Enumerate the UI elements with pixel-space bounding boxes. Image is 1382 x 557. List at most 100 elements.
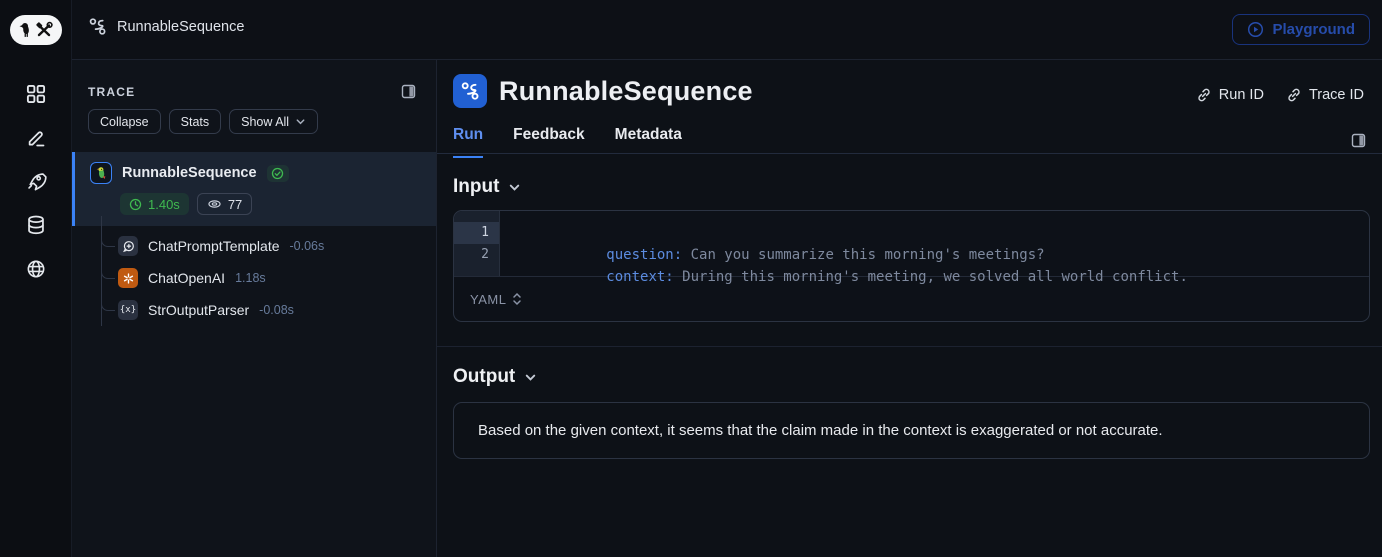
- tab-run[interactable]: Run: [453, 126, 484, 158]
- token-count-value: 77: [227, 196, 243, 212]
- nav-deployments-button[interactable]: [0, 163, 72, 199]
- run-id-button[interactable]: Run ID: [1196, 87, 1264, 103]
- output-heading: Output: [453, 366, 516, 387]
- check-circle-icon: [271, 167, 284, 179]
- yaml-code-block: question: Can you summarize this morning…: [500, 211, 1369, 285]
- trace-panel: TRACE Collapse Stats Show All: [72, 60, 437, 557]
- child-run-name: StrOutputParser: [148, 302, 250, 318]
- breadcrumb[interactable]: RunnableSequence: [88, 17, 244, 36]
- sequence-icon: [461, 82, 479, 100]
- input-card-footer: YAML: [454, 276, 1369, 321]
- nav-hub-button[interactable]: [0, 251, 72, 287]
- chevron-down-icon: [526, 374, 536, 381]
- sequence-icon: [89, 18, 106, 35]
- play-circle-icon: [1248, 21, 1264, 38]
- yaml-value: Can you summarize this morning's meeting…: [682, 247, 1045, 263]
- trace-row-stroutputparser[interactable]: {x} StrOutputParser -0.08s: [72, 294, 436, 326]
- child-run-name: ChatOpenAI: [148, 270, 226, 286]
- section-divider: [437, 346, 1382, 347]
- child-run-name: ChatPromptTemplate: [148, 238, 280, 254]
- child-run-time: 1.18s: [235, 271, 266, 285]
- prompt-template-icon: [118, 236, 138, 256]
- openai-knot-icon: [123, 272, 133, 284]
- yaml-key: question:: [606, 247, 683, 263]
- token-count-badge: 77: [196, 193, 253, 215]
- playground-button[interactable]: Playground: [1232, 14, 1370, 45]
- duration-value: 1.40s: [148, 196, 180, 212]
- line-number: 2: [481, 247, 489, 262]
- stats-button[interactable]: Stats: [168, 109, 222, 134]
- panel-toggle-icon: [1351, 133, 1366, 148]
- collapse-button[interactable]: Collapse: [88, 109, 161, 134]
- pencil-icon: [28, 131, 45, 147]
- link-icon: [1198, 88, 1210, 102]
- tab-feedback[interactable]: Feedback: [513, 126, 585, 143]
- token-icon: [208, 200, 221, 208]
- input-code-card: 1 2 question: Can you summarize this mor…: [453, 210, 1370, 322]
- braces-x-glyph: {x}: [119, 305, 137, 315]
- run-type-icon-box: [453, 74, 487, 108]
- trace-row-chatopenai[interactable]: ChatOpenAI 1.18s: [72, 262, 436, 294]
- trace-children: ChatPromptTemplate -0.06s ChatOpenAI 1.1…: [72, 216, 436, 326]
- parrot-icon: [96, 167, 106, 179]
- trace-row-chatprompttemplate[interactable]: ChatPromptTemplate -0.06s: [72, 230, 436, 262]
- clock-icon: [129, 198, 142, 210]
- database-icon: [28, 215, 44, 235]
- chevron-down-icon: [510, 184, 520, 191]
- duration-badge: 1.40s: [120, 193, 189, 215]
- show-all-dropdown[interactable]: Show All: [229, 109, 319, 134]
- success-status-badge: [266, 164, 289, 182]
- top-bar: RunnableSequence Playground: [72, 0, 1382, 60]
- trace-panel-title: TRACE: [88, 84, 136, 99]
- nav-annotate-button[interactable]: [0, 120, 72, 156]
- detail-panel-toggle-button[interactable]: [1351, 133, 1366, 148]
- apps-grid-icon: [26, 84, 46, 104]
- globe-icon: [27, 260, 45, 278]
- run-id-label: Run ID: [1218, 87, 1264, 103]
- run-tabs: Run Feedback Metadata: [453, 126, 682, 158]
- line-number: 1: [454, 222, 499, 244]
- parrot-and-tools-icon: [19, 21, 53, 37]
- link-icon: [1288, 88, 1300, 102]
- format-value: YAML: [470, 291, 507, 307]
- up-down-chevrons-icon: [513, 292, 522, 306]
- openai-icon: [118, 268, 138, 288]
- nav-datasets-button[interactable]: [0, 207, 72, 243]
- output-card: Based on the given context, it seems tha…: [453, 402, 1370, 459]
- show-all-label: Show All: [241, 114, 290, 129]
- format-select[interactable]: YAML: [470, 292, 522, 307]
- trace-root-name: RunnableSequence: [122, 165, 257, 181]
- input-heading: Input: [453, 176, 500, 197]
- playground-label: Playground: [1272, 21, 1355, 38]
- panel-toggle-icon: [401, 84, 416, 99]
- yaml-key: context:: [606, 269, 674, 285]
- child-run-time: -0.08s: [259, 303, 294, 317]
- trace-panel-toggle-button[interactable]: [401, 84, 416, 99]
- tabs-divider: [437, 153, 1382, 154]
- rocket-icon: [28, 173, 47, 191]
- trace-id-button[interactable]: Trace ID: [1286, 87, 1364, 103]
- nav-rail: [0, 0, 72, 557]
- chevron-down-icon: [296, 119, 305, 125]
- line-number-gutter: 1 2: [454, 211, 500, 276]
- output-parser-icon: {x}: [118, 300, 138, 320]
- trace-id-label: Trace ID: [1308, 87, 1364, 103]
- stats-label: Stats: [180, 114, 210, 129]
- nav-apps-button[interactable]: [0, 76, 72, 112]
- trace-tree: RunnableSequence 1.40s: [72, 152, 436, 326]
- tab-metadata[interactable]: Metadata: [614, 126, 682, 143]
- chat-bubble-plus-icon: [122, 240, 134, 252]
- page-title: RunnableSequence: [499, 75, 753, 106]
- code-line: context: During this morning's meeting, …: [522, 244, 1369, 285]
- langsmith-logo[interactable]: [10, 15, 62, 45]
- input-section-header[interactable]: Input: [453, 176, 521, 198]
- output-section-header[interactable]: Output: [453, 366, 537, 388]
- breadcrumb-label: RunnableSequence: [117, 18, 245, 35]
- child-run-time: -0.06s: [289, 239, 325, 253]
- trace-row-runnablesequence[interactable]: RunnableSequence 1.40s: [72, 152, 436, 226]
- output-text: Based on the given context, it seems tha…: [478, 422, 1163, 439]
- code-line: question: Can you summarize this morning…: [522, 222, 1369, 263]
- yaml-value: During this morning's meeting, we solved…: [673, 269, 1188, 285]
- langchain-run-icon: [90, 162, 112, 184]
- run-detail-panel: RunnableSequence Run ID Trace ID Run Fee…: [437, 60, 1382, 557]
